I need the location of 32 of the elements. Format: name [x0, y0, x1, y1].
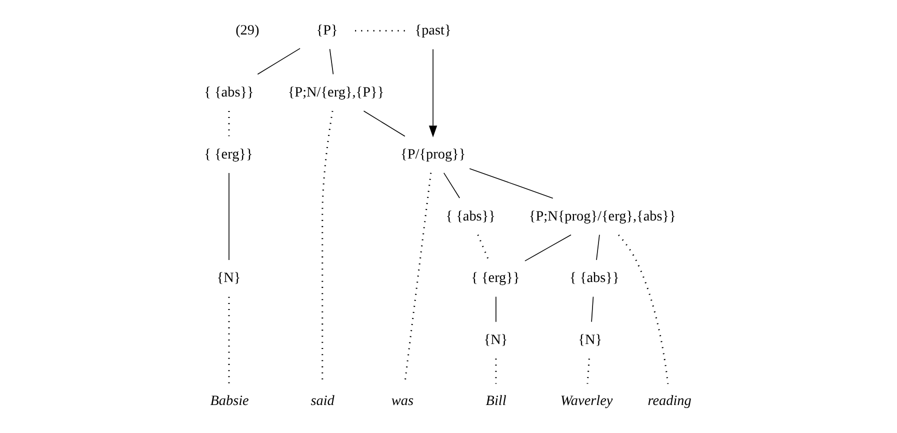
- node-text: {P}: [316, 22, 338, 38]
- node-text: was: [391, 393, 414, 409]
- node-text: Bill: [486, 393, 506, 409]
- node-text: Waverley: [560, 393, 613, 409]
- connector: [477, 234, 490, 260]
- connector: [329, 48, 334, 75]
- connector: [618, 234, 669, 384]
- node-text: {N}: [216, 270, 241, 286]
- node-text: {N}: [578, 332, 602, 348]
- connector: [363, 110, 406, 137]
- node-text: { {abs}}: [446, 208, 496, 224]
- node-text: { {erg}}: [204, 146, 253, 162]
- node-text: {P;N/{erg},{P}}: [288, 84, 384, 100]
- node-text: said: [310, 393, 334, 409]
- node-text: Babsie: [210, 393, 249, 409]
- node-text: { {abs}}: [570, 270, 620, 286]
- label: (29): [236, 22, 260, 38]
- node-text: {past}: [414, 22, 452, 38]
- connector: [443, 172, 460, 198]
- node-text: { {abs}}: [204, 84, 254, 100]
- connector: [228, 172, 230, 260]
- connector: [257, 48, 300, 75]
- node-text: reading: [648, 393, 692, 409]
- node-text: {N}: [484, 332, 508, 348]
- connector: [469, 168, 554, 199]
- connector: [524, 234, 572, 262]
- node-text: {P;N{prog}/{erg},{abs}}: [528, 208, 676, 224]
- node-text: {P/{prog}}: [400, 146, 466, 162]
- arrow: [428, 48, 438, 138]
- node-text: { {erg}}: [471, 270, 520, 286]
- connector: [596, 234, 600, 260]
- connector: [591, 296, 594, 322]
